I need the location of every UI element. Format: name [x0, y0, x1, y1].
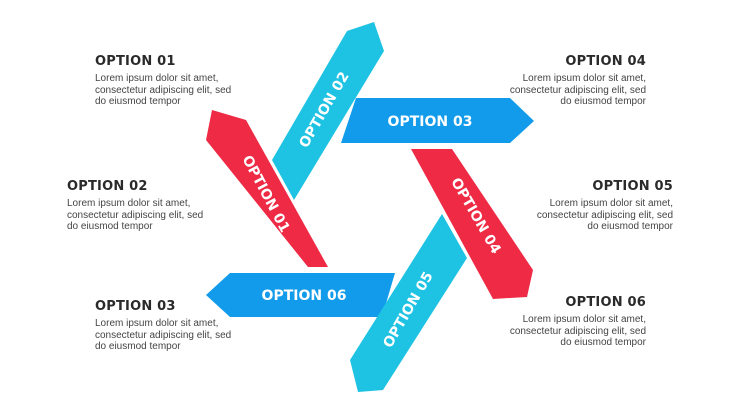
option-03-description: Lorem ipsum dolor sit amet, consectetur … [95, 318, 232, 352]
arrow-option-03-label: OPTION 03 [388, 114, 473, 130]
arrow-option-03: OPTION 03 [341, 98, 534, 143]
arrow-option-01-shape [206, 110, 328, 267]
arrow-option-02-shape [272, 22, 384, 200]
option-05-description: Lorem ipsum dolor sit amet, consectetur … [536, 198, 673, 232]
option-01-title: OPTION 01 [95, 54, 176, 69]
arrow-option-05-shape [350, 214, 467, 392]
option-02-description: Lorem ipsum dolor sit amet, consectetur … [67, 198, 204, 232]
option-04-title: OPTION 04 [565, 54, 646, 69]
option-02-text-block: OPTION 02 Lorem ipsum dolor sit amet, co… [67, 179, 207, 233]
option-03-title: OPTION 03 [95, 299, 176, 314]
option-05-text-block: OPTION 05 Lorem ipsum dolor sit amet, co… [533, 179, 673, 233]
arrow-option-04-shape [411, 149, 533, 299]
option-01-description: Lorem ipsum dolor sit amet, consectetur … [95, 73, 232, 107]
option-05-title: OPTION 05 [592, 179, 673, 194]
option-04-text-block: OPTION 04 Lorem ipsum dolor sit amet, co… [506, 54, 646, 108]
option-02-title: OPTION 02 [67, 179, 148, 194]
option-06-description: Lorem ipsum dolor sit amet, consectetur … [509, 314, 646, 348]
arrow-option-03-shape [341, 98, 534, 143]
option-01-text-block: OPTION 01 Lorem ipsum dolor sit amet, co… [95, 54, 235, 108]
option-06-text-block: OPTION 06 Lorem ipsum dolor sit amet, co… [506, 295, 646, 349]
arrow-option-06-shape [206, 273, 395, 317]
arrow-option-06: OPTION 06 [206, 273, 395, 317]
arrow-option-06-label: OPTION 06 [262, 288, 347, 304]
option-04-description: Lorem ipsum dolor sit amet, consectetur … [509, 73, 646, 107]
option-03-text-block: OPTION 03 Lorem ipsum dolor sit amet, co… [95, 299, 235, 353]
option-06-title: OPTION 06 [565, 295, 646, 310]
